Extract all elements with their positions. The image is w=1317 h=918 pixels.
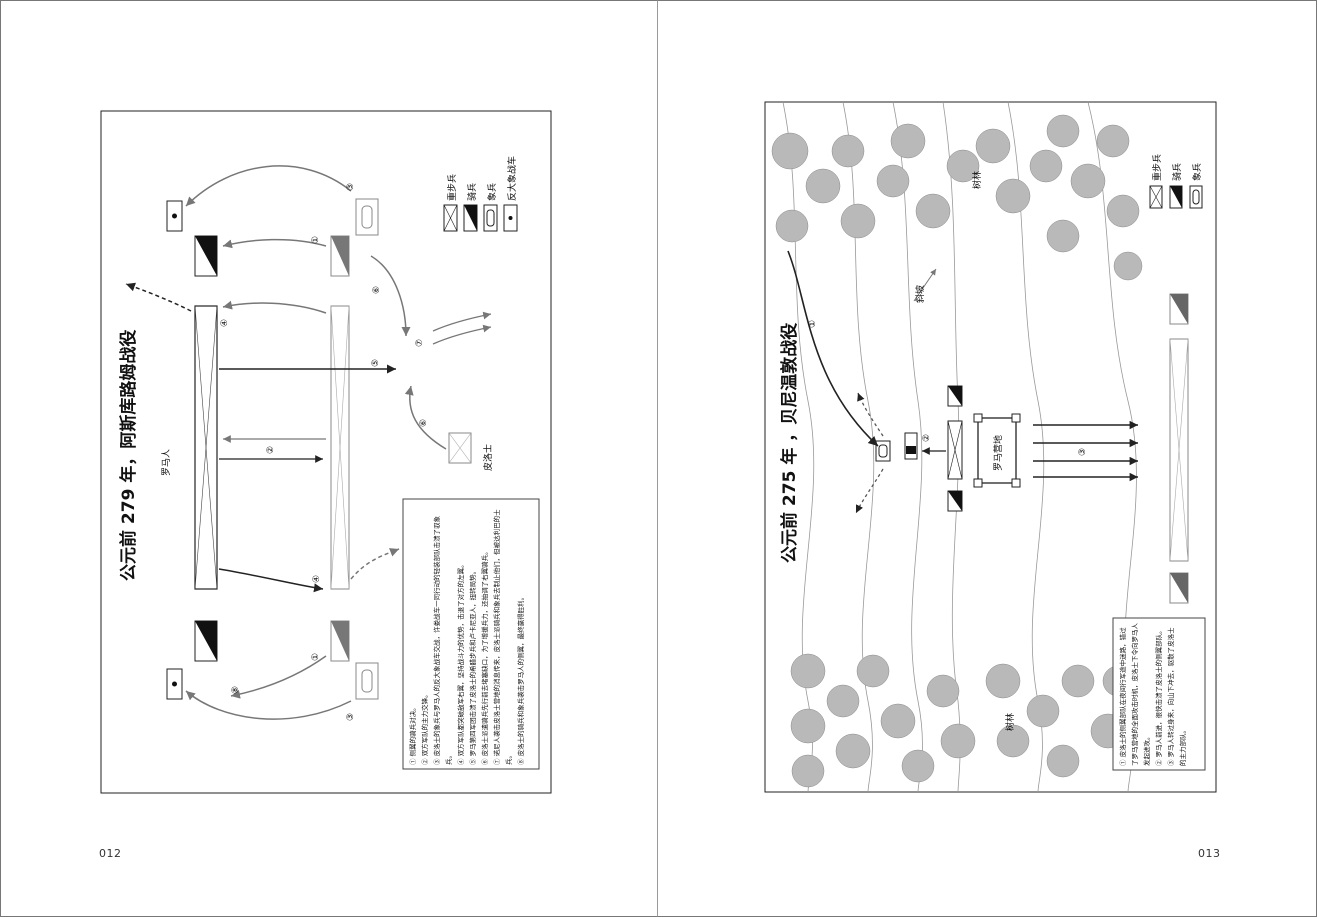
note-1: ① 皮洛士的侧翼部队在夜间行军途中迷路，错过了罗马营地的全面攻击时机，皮洛士下令…	[1119, 623, 1151, 766]
step-marker-3a: ③	[346, 182, 356, 191]
page-number: 013	[1198, 847, 1221, 860]
note-3: ③ 皮洛士的象兵与罗马人的反大象战车交战，许娄战车一同行动的轻装部队击溃了驭象兵…	[433, 515, 453, 765]
step-marker-1: ①	[808, 319, 818, 328]
step-marker-6a: ⑥	[372, 285, 382, 294]
legend-elephants: 象兵	[1193, 162, 1203, 181]
label-pyrrhus: 皮洛士	[484, 443, 494, 471]
note-7: ⑦ 诺尼人袭击皮洛士营地的消息传来，皮洛士派骑兵和象兵去制止他们，但被达利巴的士…	[493, 509, 513, 765]
note-2: ② 双方军队的主力交锋。	[421, 691, 429, 765]
note-5: ⑤ 罗马第四军团击溃了皮洛士的希腊步兵和卢卡尼亚人，扭转局势。	[469, 567, 477, 765]
label-roman-camp: 罗马营地	[994, 434, 1004, 471]
step-marker-2: ②	[266, 445, 276, 454]
legend-elephants: 象兵	[488, 182, 498, 201]
step-marker-4b: ④	[312, 574, 322, 583]
step-marker-5: ⑤	[371, 358, 381, 367]
right-page: ① ② ③ 公元前 275 年 ，贝尼温敦战役 树林 树林 斜坡 罗马营地 重步…	[658, 0, 1317, 917]
step-marker-2: ②	[922, 433, 932, 442]
label-slope: 斜坡	[916, 284, 926, 303]
note-1: ① 侧翼的骑兵对决。	[409, 704, 417, 765]
step-marker-7: ⑦	[415, 338, 425, 347]
page-number: 012	[99, 847, 122, 860]
note-3: ③ 罗马人转过身来，向山下冲去，驱散了皮洛士的主力部队。	[1167, 627, 1187, 766]
legend-heavy-infantry: 重步兵	[448, 173, 458, 201]
battle-map-beneventum	[764, 101, 1217, 793]
label-forest-bottom: 树林	[1006, 712, 1016, 731]
note-4: ④ 双方军队都突破敌军右翼，坚持战斗力的优势，击退了对方的左翼。	[457, 561, 465, 765]
battle-map-asculum	[100, 110, 552, 794]
step-marker-8: ⑧	[231, 685, 241, 694]
note-6: ⑥ 皮洛士派遣骑兵先行前去堵塞缺口，为了增援兵力，还抽调了右翼骑兵。	[481, 548, 489, 765]
note-8: ⑧ 皮洛士的骑兵和象兵袭击罗马人的侧翼，最终赢得胜利。	[517, 593, 525, 765]
notes-box: ① 皮洛士的侧翼部队在夜间行军途中迷路，错过了罗马营地的全面攻击时机，皮洛士下令…	[1117, 622, 1189, 766]
label-forest-top: 树林	[973, 170, 983, 189]
step-marker-6b: ⑥	[419, 418, 429, 427]
step-marker-3: ③	[1078, 447, 1088, 456]
step-marker-4a: ④	[220, 318, 230, 327]
legend-cavalry: 骑兵	[1173, 162, 1183, 181]
legend-anti-elephant-chariots: 反大象战车	[508, 155, 518, 201]
page-title: 公元前 279 年，阿斯库路姆战役	[119, 329, 139, 581]
legend-heavy-infantry: 重步兵	[1153, 153, 1163, 181]
page-title: 公元前 275 年 ，贝尼温敦战役	[780, 322, 800, 563]
step-marker-1a: ①	[311, 235, 321, 244]
step-marker-3b: ③	[346, 712, 356, 721]
left-page: ① ① ② ③ ③ ④ ④ ⑤ ⑥ ⑥ ⑦ ⑧ 公元前 279 年，阿斯库路姆战…	[0, 0, 658, 917]
note-2: ② 罗马人前进，很快击溃了皮洛士的侧翼部队。	[1155, 627, 1163, 766]
step-marker-1b: ①	[311, 652, 321, 661]
notes-box: ① 侧翼的骑兵对决。 ② 双方军队的主力交锋。 ③ 皮洛士的象兵与罗马人的反大象…	[407, 503, 527, 765]
label-romans: 罗马人	[162, 448, 172, 476]
legend-cavalry: 骑兵	[468, 182, 478, 201]
